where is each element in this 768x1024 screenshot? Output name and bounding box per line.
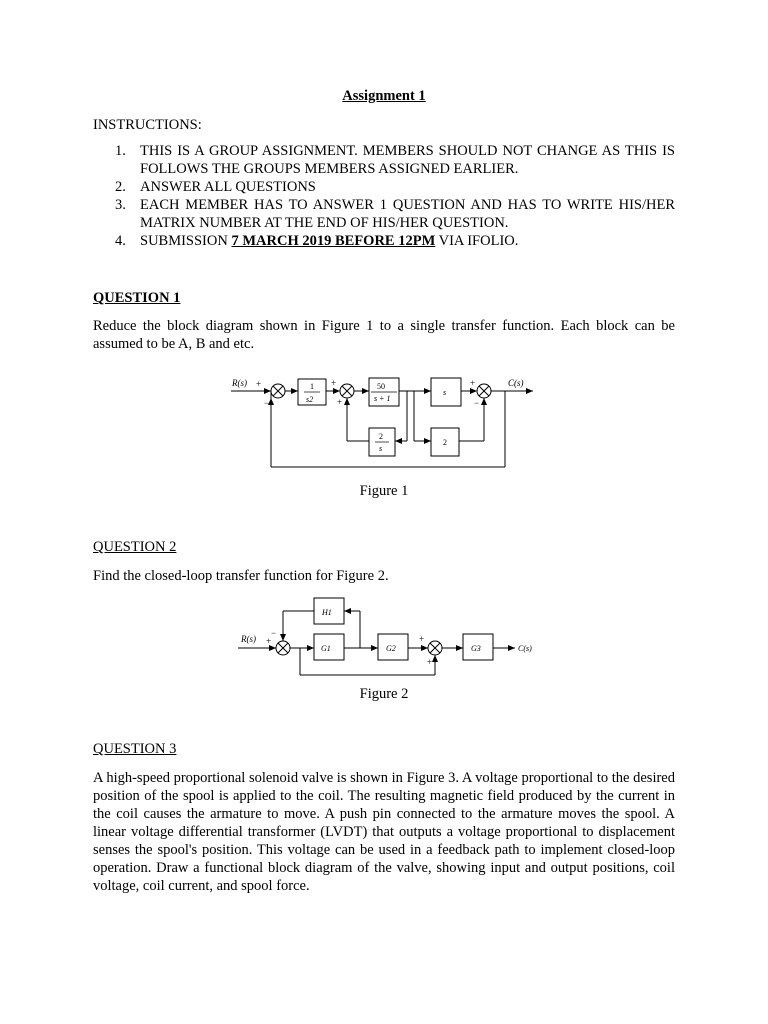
block-2 — [430, 427, 460, 457]
assignment-title: Assignment 1 — [342, 88, 426, 104]
question-2-heading: QUESTION 2 — [93, 539, 177, 555]
fig1-input-label: R(s) — [231, 378, 247, 388]
block-1-over-s2 — [297, 378, 327, 406]
fig2-block-G1: G1 — [321, 644, 331, 653]
fig1-block-50-den: s + 1 — [374, 394, 391, 403]
instruction-number: 1. — [115, 143, 126, 159]
instruction-number: 4. — [115, 233, 126, 249]
fig1-sign: − — [264, 398, 269, 408]
instructions-list: 1. THIS IS A GROUP ASSIGNMENT. MEMBERS S… — [93, 142, 675, 250]
figure-2-caption: Figure 2 — [359, 686, 409, 702]
block-G1 — [313, 633, 345, 661]
fig1-block-2s-num: 2 — [379, 432, 383, 441]
instruction-item: 4. SUBMISSION 7 MARCH 2019 BEFORE 12PM V… — [93, 232, 675, 250]
fig2-sign: + — [266, 636, 271, 646]
instruction-item: 3. EACH MEMBER HAS TO ANSWER 1 QUESTION … — [93, 196, 675, 232]
instruction-item: 1. THIS IS A GROUP ASSIGNMENT. MEMBERS S… — [93, 142, 675, 178]
instruction-text-after: VIA IFOLIO. — [435, 233, 519, 249]
fig2-sign: − — [271, 628, 276, 638]
block-2-over-s — [368, 427, 396, 457]
instructions-label: INSTRUCTIONS: — [93, 117, 202, 133]
question-1-text: Reduce the block diagram shown in Figure… — [93, 318, 675, 352]
instruction-text: THIS IS A GROUP ASSIGNMENT. MEMBERS SHOU… — [140, 143, 675, 177]
block-s — [430, 377, 462, 407]
instruction-text: EACH MEMBER HAS TO ANSWER 1 QUESTION AND… — [140, 197, 675, 231]
fig1-sign: − — [474, 398, 479, 408]
block-G3 — [462, 633, 494, 661]
instruction-item: 2. ANSWER ALL QUESTIONS — [93, 178, 675, 196]
fig1-block-50-num: 50 — [377, 382, 385, 391]
fig1-block-2: 2 — [443, 438, 447, 447]
fig2-sign: + — [427, 657, 432, 667]
instruction-number: 3. — [115, 197, 126, 213]
block-G2 — [377, 633, 409, 661]
fig1-sign: + — [337, 397, 342, 407]
fig1-output-label: C(s) — [508, 378, 524, 388]
fig1-sign: + — [256, 379, 261, 389]
submission-deadline: 7 MARCH 2019 BEFORE 12PM — [231, 233, 436, 249]
fig2-input-label: R(s) — [240, 634, 256, 644]
instruction-number: 2. — [115, 179, 126, 195]
fig2-block-G2: G2 — [386, 644, 396, 653]
fig1-block-1-num: 1 — [310, 382, 314, 391]
fig2-output-label: C(s) — [518, 644, 532, 653]
fig1-sign: + — [470, 378, 475, 388]
question-3-heading: QUESTION 3 — [93, 741, 177, 757]
figure-1-caption: Figure 1 — [359, 483, 409, 499]
question-1-heading: QUESTION 1 — [93, 290, 181, 306]
instruction-text: ANSWER ALL QUESTIONS — [140, 179, 316, 195]
instruction-text-before: SUBMISSION — [140, 233, 232, 249]
fig1-sign: + — [331, 378, 336, 388]
question-2-text: Find the closed-loop transfer function f… — [93, 568, 389, 584]
fig1-block-1-den: s2 — [306, 395, 313, 404]
fig1-block-s: s — [443, 388, 446, 397]
fig2-sign: + — [419, 634, 424, 644]
fig2-block-H1: H1 — [321, 608, 332, 617]
question-3-text: A high-speed proportional solenoid valve… — [93, 770, 675, 894]
block-50-over-s-plus-1 — [368, 377, 400, 407]
fig1-block-2s-den: s — [379, 444, 382, 453]
fig2-block-G3: G3 — [471, 644, 481, 653]
